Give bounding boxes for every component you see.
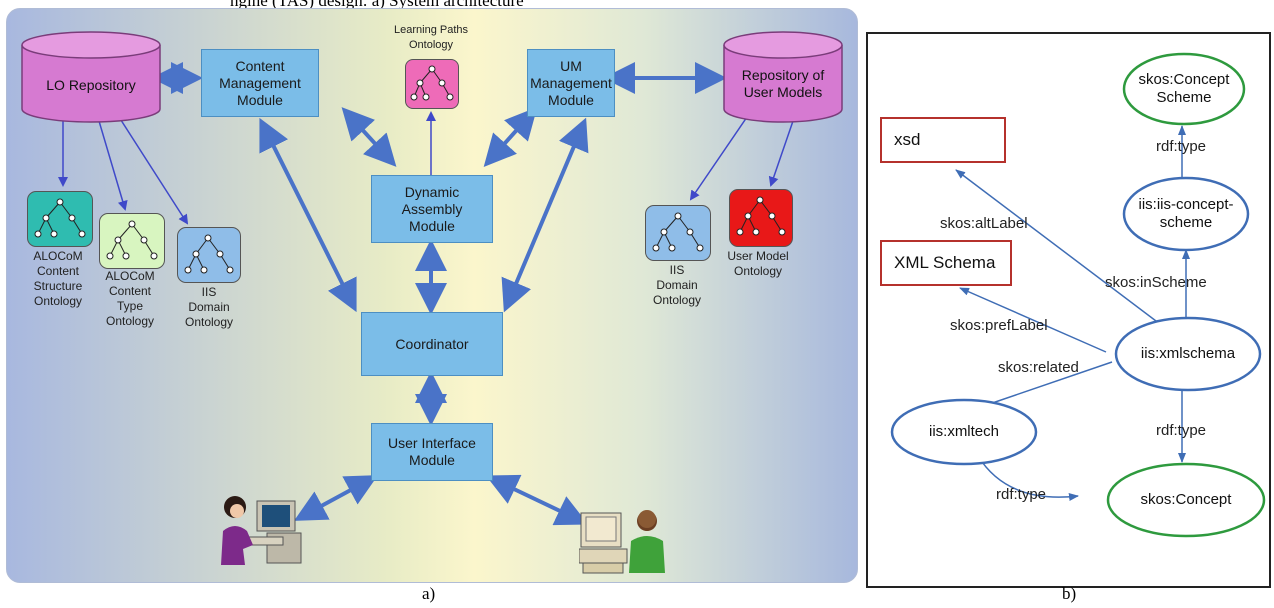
edge-xmltech-type — [977, 455, 1079, 501]
male-user-at-computer-icon — [579, 510, 665, 574]
skos-graph-diagram: skos:Concept Scheme iis:iis-concept- sch… — [866, 32, 1271, 588]
arrow-ui-user-female — [293, 475, 379, 521]
caption-b: b) — [1062, 584, 1077, 603]
thin-arrow-repo-iis — [689, 116, 748, 201]
architecture-connectors — [58, 62, 794, 526]
thin-arrow-repo-um — [768, 120, 794, 187]
node-skos-concept-label: skos:Concept — [1140, 491, 1232, 508]
node-iis-xmltech-label: iis:xmltech — [928, 423, 999, 440]
node-iis-xmlschema-label: iis:xmlschema — [1140, 345, 1236, 362]
user-models-repository-label: Repository of User Models — [741, 67, 825, 100]
node-xsd: xsd — [880, 117, 1006, 163]
alocom-structure-label: ALOCoM Content Structure Ontology — [33, 249, 83, 308]
alocom-structure-ontology-icon — [27, 191, 93, 247]
lo-repository-cylinder: LO Repository — [21, 31, 161, 123]
thin-arrow-lo-iis — [118, 116, 189, 225]
skos-graph-edges — [890, 52, 1266, 538]
learning-paths-label: Learning Paths Ontology — [394, 24, 468, 51]
arrow-content-coord — [259, 117, 357, 313]
node-skos-concept-scheme-label: skos:Concept Scheme — [1138, 71, 1230, 106]
edge-label-rdf-type-right: rdf:type — [1156, 422, 1207, 439]
iis-domain-left-label: IIS Domain Ontology — [184, 285, 234, 329]
lo-repository-label: LO Repository — [46, 76, 136, 93]
edge-label-rdf-type-top: rdf:type — [1156, 138, 1207, 155]
coordinator-module: Coordinator — [361, 312, 503, 376]
node-iis-concept-scheme — [1122, 176, 1250, 252]
thin-arrow-lo-type — [98, 120, 128, 211]
iis-domain-ontology-left-icon — [177, 227, 241, 283]
system-architecture-diagram: LO Repository Repository of User Models … — [6, 8, 858, 583]
node-skos-concept — [1106, 462, 1266, 538]
arrow-ui-user-male — [485, 474, 589, 526]
edge-label-pref-label: skos:prefLabel — [950, 317, 1048, 334]
female-user-at-computer-icon — [221, 496, 302, 565]
user-models-repository-cylinder: Repository of User Models — [723, 31, 843, 123]
header-fragment: ngine (TAS) design: a) System architectu… — [230, 0, 524, 10]
user-model-ontology-label: User Model Ontology — [727, 249, 789, 278]
edge-label-alt-label: skos:altLabel — [940, 215, 1028, 232]
learning-paths-ontology-icon — [405, 59, 459, 109]
arrow-um-dam — [483, 107, 538, 167]
iis-domain-ontology-right-icon — [645, 205, 711, 261]
edge-label-rdf-type-bottom: rdf:type — [996, 486, 1047, 503]
arrow-content-dam — [341, 107, 397, 167]
node-xml-schema: XML Schema — [880, 240, 1012, 286]
node-iis-xmltech — [890, 398, 1038, 466]
dynamic-assembly-module: Dynamic Assembly Module — [371, 175, 493, 243]
arrow-um-coord — [501, 117, 589, 313]
edge-altlabel — [955, 169, 1161, 325]
um-management-module: UM Management Module — [527, 49, 615, 117]
user-interface-module: User Interface Module — [371, 423, 493, 481]
node-iis-concept-scheme-label: iis:iis-concept- scheme — [1138, 196, 1234, 231]
edge-label-in-scheme: skos:inScheme — [1105, 274, 1207, 291]
content-management-module: Content Management Module — [201, 49, 319, 117]
edge-preflabel — [959, 287, 1107, 353]
node-iis-xmlschema — [1114, 316, 1262, 392]
alocom-type-ontology-icon — [99, 213, 165, 269]
node-skos-concept-scheme — [1122, 52, 1246, 126]
alocom-type-label: ALOCoM Content Type Ontology — [105, 269, 155, 328]
edge-label-related: skos:related — [998, 359, 1079, 376]
user-model-ontology-icon — [729, 189, 793, 247]
caption-a: a) — [422, 584, 436, 603]
iis-domain-right-label: IIS Domain Ontology — [652, 263, 702, 307]
